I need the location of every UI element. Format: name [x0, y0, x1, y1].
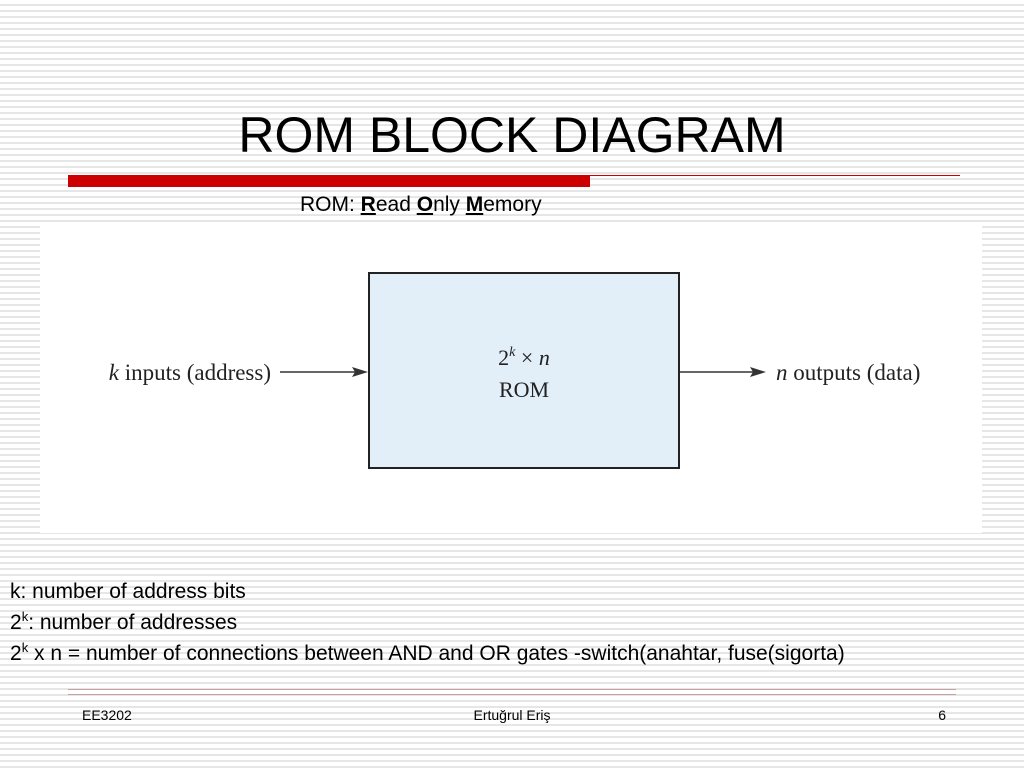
rom-block: [368, 272, 680, 469]
note3-base: 2: [10, 642, 22, 665]
title-accent-bar: [68, 175, 590, 187]
rom-size-label: 2k × n: [498, 345, 550, 370]
subtitle-prefix: ROM:: [300, 193, 361, 216]
subtitle-o-rest: nly: [433, 193, 466, 216]
note2-text: : number of addresses: [28, 611, 238, 634]
output-arrow-head: [750, 367, 766, 377]
note2-exponent: k: [21, 609, 29, 624]
rom-block-label: ROM: [499, 377, 549, 402]
slide-title: ROM BLOCK DIAGRAM: [238, 107, 786, 163]
subtitle-r-letter: R: [360, 193, 376, 216]
note-address-bits: k: number of address bits: [10, 580, 246, 603]
output-label: n outputs (data): [776, 360, 920, 385]
footer-divider-top: [68, 689, 956, 690]
input-label: k inputs (address): [109, 360, 271, 385]
subtitle-r-rest: ead: [375, 193, 417, 216]
note-number-of-addresses: 2k: number of addresses: [10, 607, 1020, 638]
footer-slide-number: 6: [938, 707, 946, 723]
rom-acronym-subtitle: ROM: Read Only Memory: [300, 193, 542, 217]
title-accent-line: [590, 175, 960, 176]
footer-course-code: EE3202: [82, 707, 132, 723]
footer-divider-bottom: [68, 694, 956, 695]
note3-exponent: k: [21, 640, 29, 655]
subtitle-m-rest: emory: [483, 193, 542, 216]
subtitle-o-letter: O: [416, 193, 434, 216]
diagram-canvas: 2k × n ROM k inputs (address) n outputs …: [40, 225, 982, 533]
note3-text: x n = number of connections between AND …: [28, 642, 845, 665]
rom-block-diagram: 2k × n ROM k inputs (address) n outputs …: [40, 225, 982, 533]
definitions-list: k: number of address bits 2k: number of …: [10, 576, 1020, 669]
footer-author: Ertuğrul Eriş: [473, 707, 551, 723]
note2-base: 2: [10, 611, 22, 634]
input-arrow-head: [352, 367, 368, 377]
note-connections: 2k x n = number of connections between A…: [10, 638, 1020, 669]
subtitle-m-letter: M: [465, 193, 484, 216]
